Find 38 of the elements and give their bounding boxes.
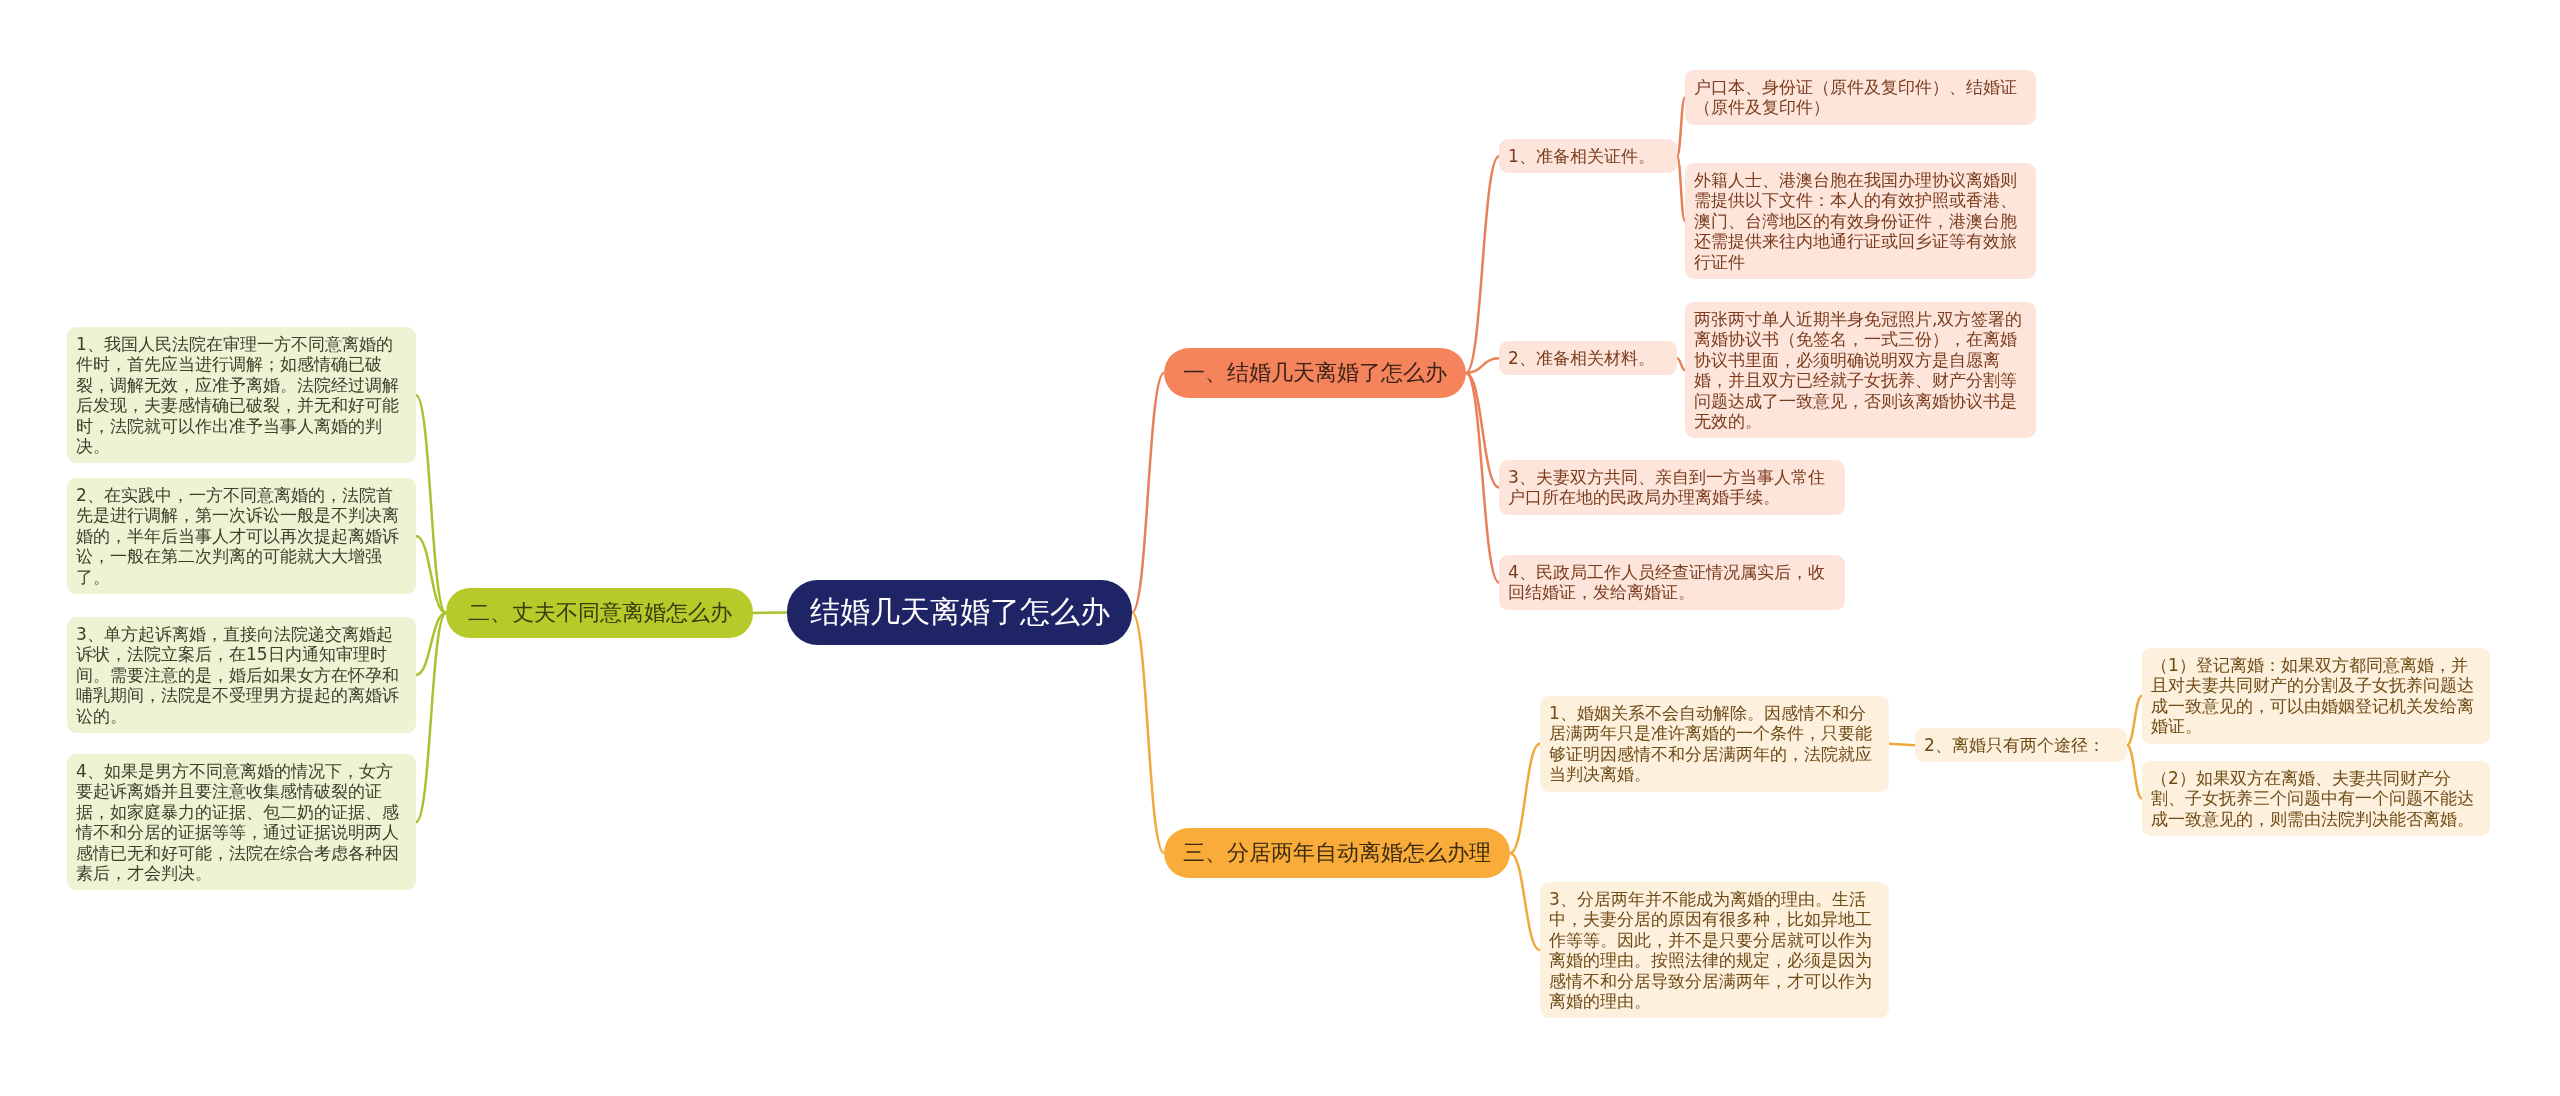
connector <box>1888 742 1916 747</box>
subtopic-box: 1、准备相关证件。 <box>1499 139 1677 174</box>
connector <box>1675 155 1687 222</box>
subtopic-box: 2、离婚只有两个途径： <box>1915 728 2127 763</box>
subtopic-box: 两张两寸单人近期半身免冠照片,双方签署的离婚协议书（免签名，一式三份），在离婚协议书里面，必须明确说明双方是自愿离婚，并且双方已经就子女抚养、财产分割等问题达成了一致意见，否则该离婚协议书是无效的。 <box>1685 302 2036 439</box>
branch-topic: 一、结婚几天离婚了怎么办 <box>1164 348 1466 398</box>
connector <box>415 611 447 677</box>
subtopic-box: （2）如果双方在离婚、夫妻共同财产分割、子女抚养三个问题中有一个问题不能达成一致意见的，则需由法院判决能否离婚。 <box>2142 761 2490 837</box>
connector <box>1465 155 1500 374</box>
subtopic-box: 户口本、身份证（原件及复印件）、结婚证（原件及复印件） <box>1685 70 2036 125</box>
branch-topic: 三、分居两年自动离婚怎么办理 <box>1164 828 1510 878</box>
connector <box>415 534 447 615</box>
connector <box>1676 357 1686 372</box>
subtopic-box: （1）登记离婚：如果双方都同意离婚，并且对夫妻共同财产的分割及子女抚养问题达成一致意见的，可以由婚姻登记机关发给离婚证。 <box>2142 648 2490 744</box>
subtopic-box: 2、在实践中，一方不同意离婚的，法院首先是进行调解，第一次诉讼一般是不判决离婚的，半年后当事人才可以再次提起离婚诉讼，一般在第二次判离的可能就大大增强了。 <box>67 478 416 594</box>
central-topic: 结婚几天离婚了怎么办 <box>787 580 1132 645</box>
subtopic-box: 1、我国人民法院在审理一方不同意离婚的件时，首先应当进行调解；如感情确已破裂，调解无效，应准予离婚。法院经过调解后发现，夫妻感情确已破裂，并无和好可能时，法院就可以作出准予当事人离婚的判决。 <box>67 327 416 464</box>
branch-topic: 二、丈夫不同意离婚怎么办 <box>446 588 753 638</box>
connector <box>1509 742 1541 855</box>
subtopic-box: 3、分居两年并不能成为离婚的理由。生活中，夫妻分居的原因有很多种，比如异地工作等等。因此，并不是只要分居就可以作为离婚的理由。按照法律的规定，必须是因为感情不和分居导致分居满两年，才可以作为离婚的理由。 <box>1540 882 1889 1019</box>
connector <box>1131 372 1165 614</box>
connector <box>415 394 447 614</box>
subtopic-box: 3、夫妻双方共同、亲自到一方当事人常住户口所在地的民政局办理离婚手续。 <box>1499 460 1845 515</box>
connector <box>1675 96 1687 157</box>
connector <box>2126 694 2143 747</box>
connector <box>1465 372 1500 584</box>
connector <box>753 611 787 615</box>
subtopic-box: 4、民政局工作人员经查证情况属实后，收回结婚证，发给离婚证。 <box>1499 555 1845 610</box>
subtopic-box: 4、如果是男方不同意离婚的情况下，女方要起诉离婚并且要注意收集感情破裂的证据，如家庭暴力的证据、包二奶的证据、感情不和分居的证据等等，通过证据说明两人感情已无和好可能，法院在综合考虑各种因素后，才会判决。 <box>67 754 416 891</box>
connector <box>1131 611 1165 854</box>
subtopic-box: 3、单方起诉离婚，直接向法院递交离婚起诉状，法院立案后，在15日内通知审理时间。需要注意的是，婚后如果女方在怀孕和哺乳期间，法院是不受理男方提起的离婚诉讼的。 <box>67 617 416 733</box>
subtopic-box: 外籍人士、港澳台胞在我国办理协议离婚则需提供以下文件：本人的有效护照或香港、澳门、台湾地区的有效身份证件，港澳台胞还需提供来往内地通行证或回乡证等有效旅行证件 <box>1685 163 2036 279</box>
connector <box>1465 356 1500 375</box>
connector <box>1509 851 1541 952</box>
connector <box>2126 744 2143 800</box>
connector <box>415 612 447 823</box>
subtopic-box: 1、婚姻关系不会自动解除。因感情不和分居满两年只是准许离婚的一个条件，只要能够证明因感情不和分居满两年的，法院就应当判决离婚。 <box>1540 696 1889 792</box>
subtopic-box: 2、准备相关材料。 <box>1499 341 1677 376</box>
